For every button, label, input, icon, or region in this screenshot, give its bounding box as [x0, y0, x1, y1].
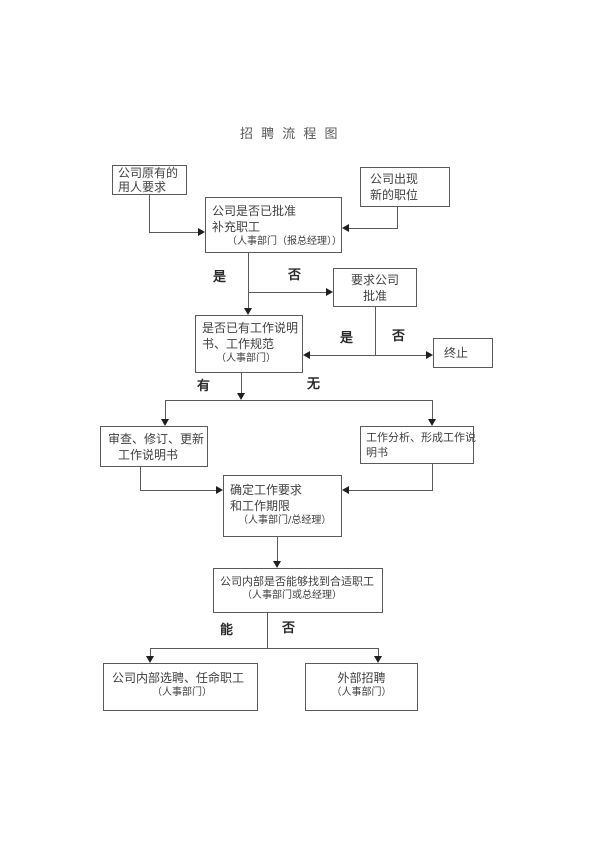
connector-determine-down	[277, 537, 278, 562]
node-external-hire-line1: 外部招聘	[337, 671, 386, 685]
label-none: 无	[307, 377, 321, 392]
node-request-approval-line2: 批准	[362, 289, 387, 303]
node-determine-requirements-note: （人事部门/总经理）	[238, 515, 332, 526]
connector-review-update-right	[140, 490, 217, 491]
node-job-analysis: 工作分析、形成工作说 明书	[360, 426, 476, 464]
node-approved-line1: 公司是否已批准	[212, 204, 297, 218]
page-title: 招 聘 流 程 图	[240, 127, 340, 142]
label-have: 有	[197, 379, 211, 394]
connector-split-left-down	[165, 400, 166, 420]
connector-review-update-down	[140, 467, 141, 491]
label-desc-no: 否	[392, 329, 406, 344]
connector-split-line	[165, 400, 432, 401]
connector-job-analysis-left	[348, 490, 432, 491]
node-job-analysis-line1: 工作分析、形成工作说	[366, 431, 476, 444]
connector-request-approval-down	[375, 307, 376, 355]
connector-new-position-left	[348, 228, 397, 229]
node-has-description-note: （人事部门）	[216, 353, 276, 364]
arrowhead-onto-split-line	[237, 393, 245, 400]
node-review-update-line2: 工作说明书	[118, 448, 179, 462]
node-new-position-line2: 新的职位	[370, 188, 419, 202]
connector-internal-search-down	[267, 613, 268, 649]
node-internal-hire-note: （人事部门）	[152, 687, 212, 698]
arrowhead-into-internal-search	[273, 561, 281, 568]
arrowhead-into-job-analysis	[428, 419, 436, 426]
node-existing-need-line1: 公司原有的	[118, 166, 179, 180]
node-has-description: 是否已有工作说明 书、工作规范 （人事部门）	[195, 315, 303, 373]
connector-existing-need-right	[149, 232, 200, 233]
node-job-analysis-line2: 明书	[366, 446, 388, 459]
connector-new-position-down	[397, 206, 398, 229]
node-determine-requirements: 确定工作要求 和工作期限 （人事部门/总经理）	[223, 475, 342, 537]
node-request-approval-line1: 要求公司	[350, 273, 399, 287]
arrowhead-into-has-description-right	[303, 351, 310, 359]
node-terminate-line1: 终止	[444, 346, 469, 360]
node-has-description-line2: 书、工作规范	[202, 337, 275, 351]
node-external-hire-note: （人事部门）	[331, 687, 392, 698]
node-determine-requirements-line1: 确定工作要求	[230, 483, 303, 497]
node-determine-requirements-line2: 和工作期限	[230, 499, 291, 513]
node-has-description-line1: 是否已有工作说明	[202, 321, 299, 335]
arrowhead-into-approved-left	[198, 228, 205, 236]
connector-job-analysis-down	[432, 464, 433, 491]
node-review-update-line1: 审查、修订、更新	[108, 432, 205, 446]
arrowhead-into-determine-left	[216, 486, 223, 494]
connector-bottom-split-line	[150, 648, 378, 649]
label-approved-no: 否	[288, 268, 302, 283]
arrowhead-into-has-description	[244, 308, 252, 315]
node-approved-line2: 补充职工	[212, 220, 261, 234]
node-new-position-line1: 公司出现	[370, 172, 419, 186]
connector-bottom-left-down	[150, 648, 151, 658]
label-can: 能	[220, 623, 234, 638]
arrowhead-into-request-approval	[326, 288, 333, 296]
node-internal-search-line1: 公司内部是否能够找到合适职工	[220, 575, 374, 588]
node-internal-hire: 公司内部选聘、任命职工 （人事部门）	[103, 663, 258, 711]
connector-has-description-down	[241, 373, 242, 395]
arrowhead-into-determine-right	[342, 486, 349, 494]
node-internal-hire-line1: 公司内部选聘、任命职工	[112, 671, 245, 685]
node-approved: 公司是否已批准 补充职工 （人事部门（报总经理））	[205, 197, 342, 253]
arrowhead-into-approved-right	[342, 224, 349, 232]
node-internal-search-note: （人事部门或总经理）	[242, 590, 342, 601]
connector-bottom-right-down	[378, 648, 379, 658]
node-review-update: 审查、修订、更新 工作说明书	[100, 426, 208, 467]
label-desc-yes: 是	[340, 331, 354, 346]
node-terminate: 终止	[433, 338, 493, 368]
arrowhead-into-external-hire	[374, 656, 382, 663]
node-existing-need-line2: 用人要求	[118, 180, 167, 194]
node-new-position: 公司出现 新的职位	[360, 167, 450, 207]
label-cannot: 否	[282, 621, 296, 636]
node-request-approval: 要求公司 批准	[333, 268, 417, 307]
arrowhead-into-review-update	[161, 419, 169, 426]
connector-existing-need-down	[149, 194, 150, 233]
arrowhead-into-internal-hire	[146, 656, 154, 663]
node-internal-search: 公司内部是否能够找到合适职工 （人事部门或总经理）	[213, 568, 383, 613]
connector-approved-down	[248, 253, 249, 309]
arrowhead-into-terminate	[426, 351, 433, 359]
node-external-hire: 外部招聘 （人事部门）	[305, 663, 418, 711]
connector-split-right-down	[432, 400, 433, 420]
node-existing-need: 公司原有的 用人要求	[112, 165, 187, 195]
node-approved-note: （人事部门（报总经理））	[227, 236, 342, 247]
connector-approved-no-branch	[248, 292, 328, 293]
label-approved-yes: 是	[213, 270, 227, 285]
connector-request-approval-split	[308, 355, 428, 356]
